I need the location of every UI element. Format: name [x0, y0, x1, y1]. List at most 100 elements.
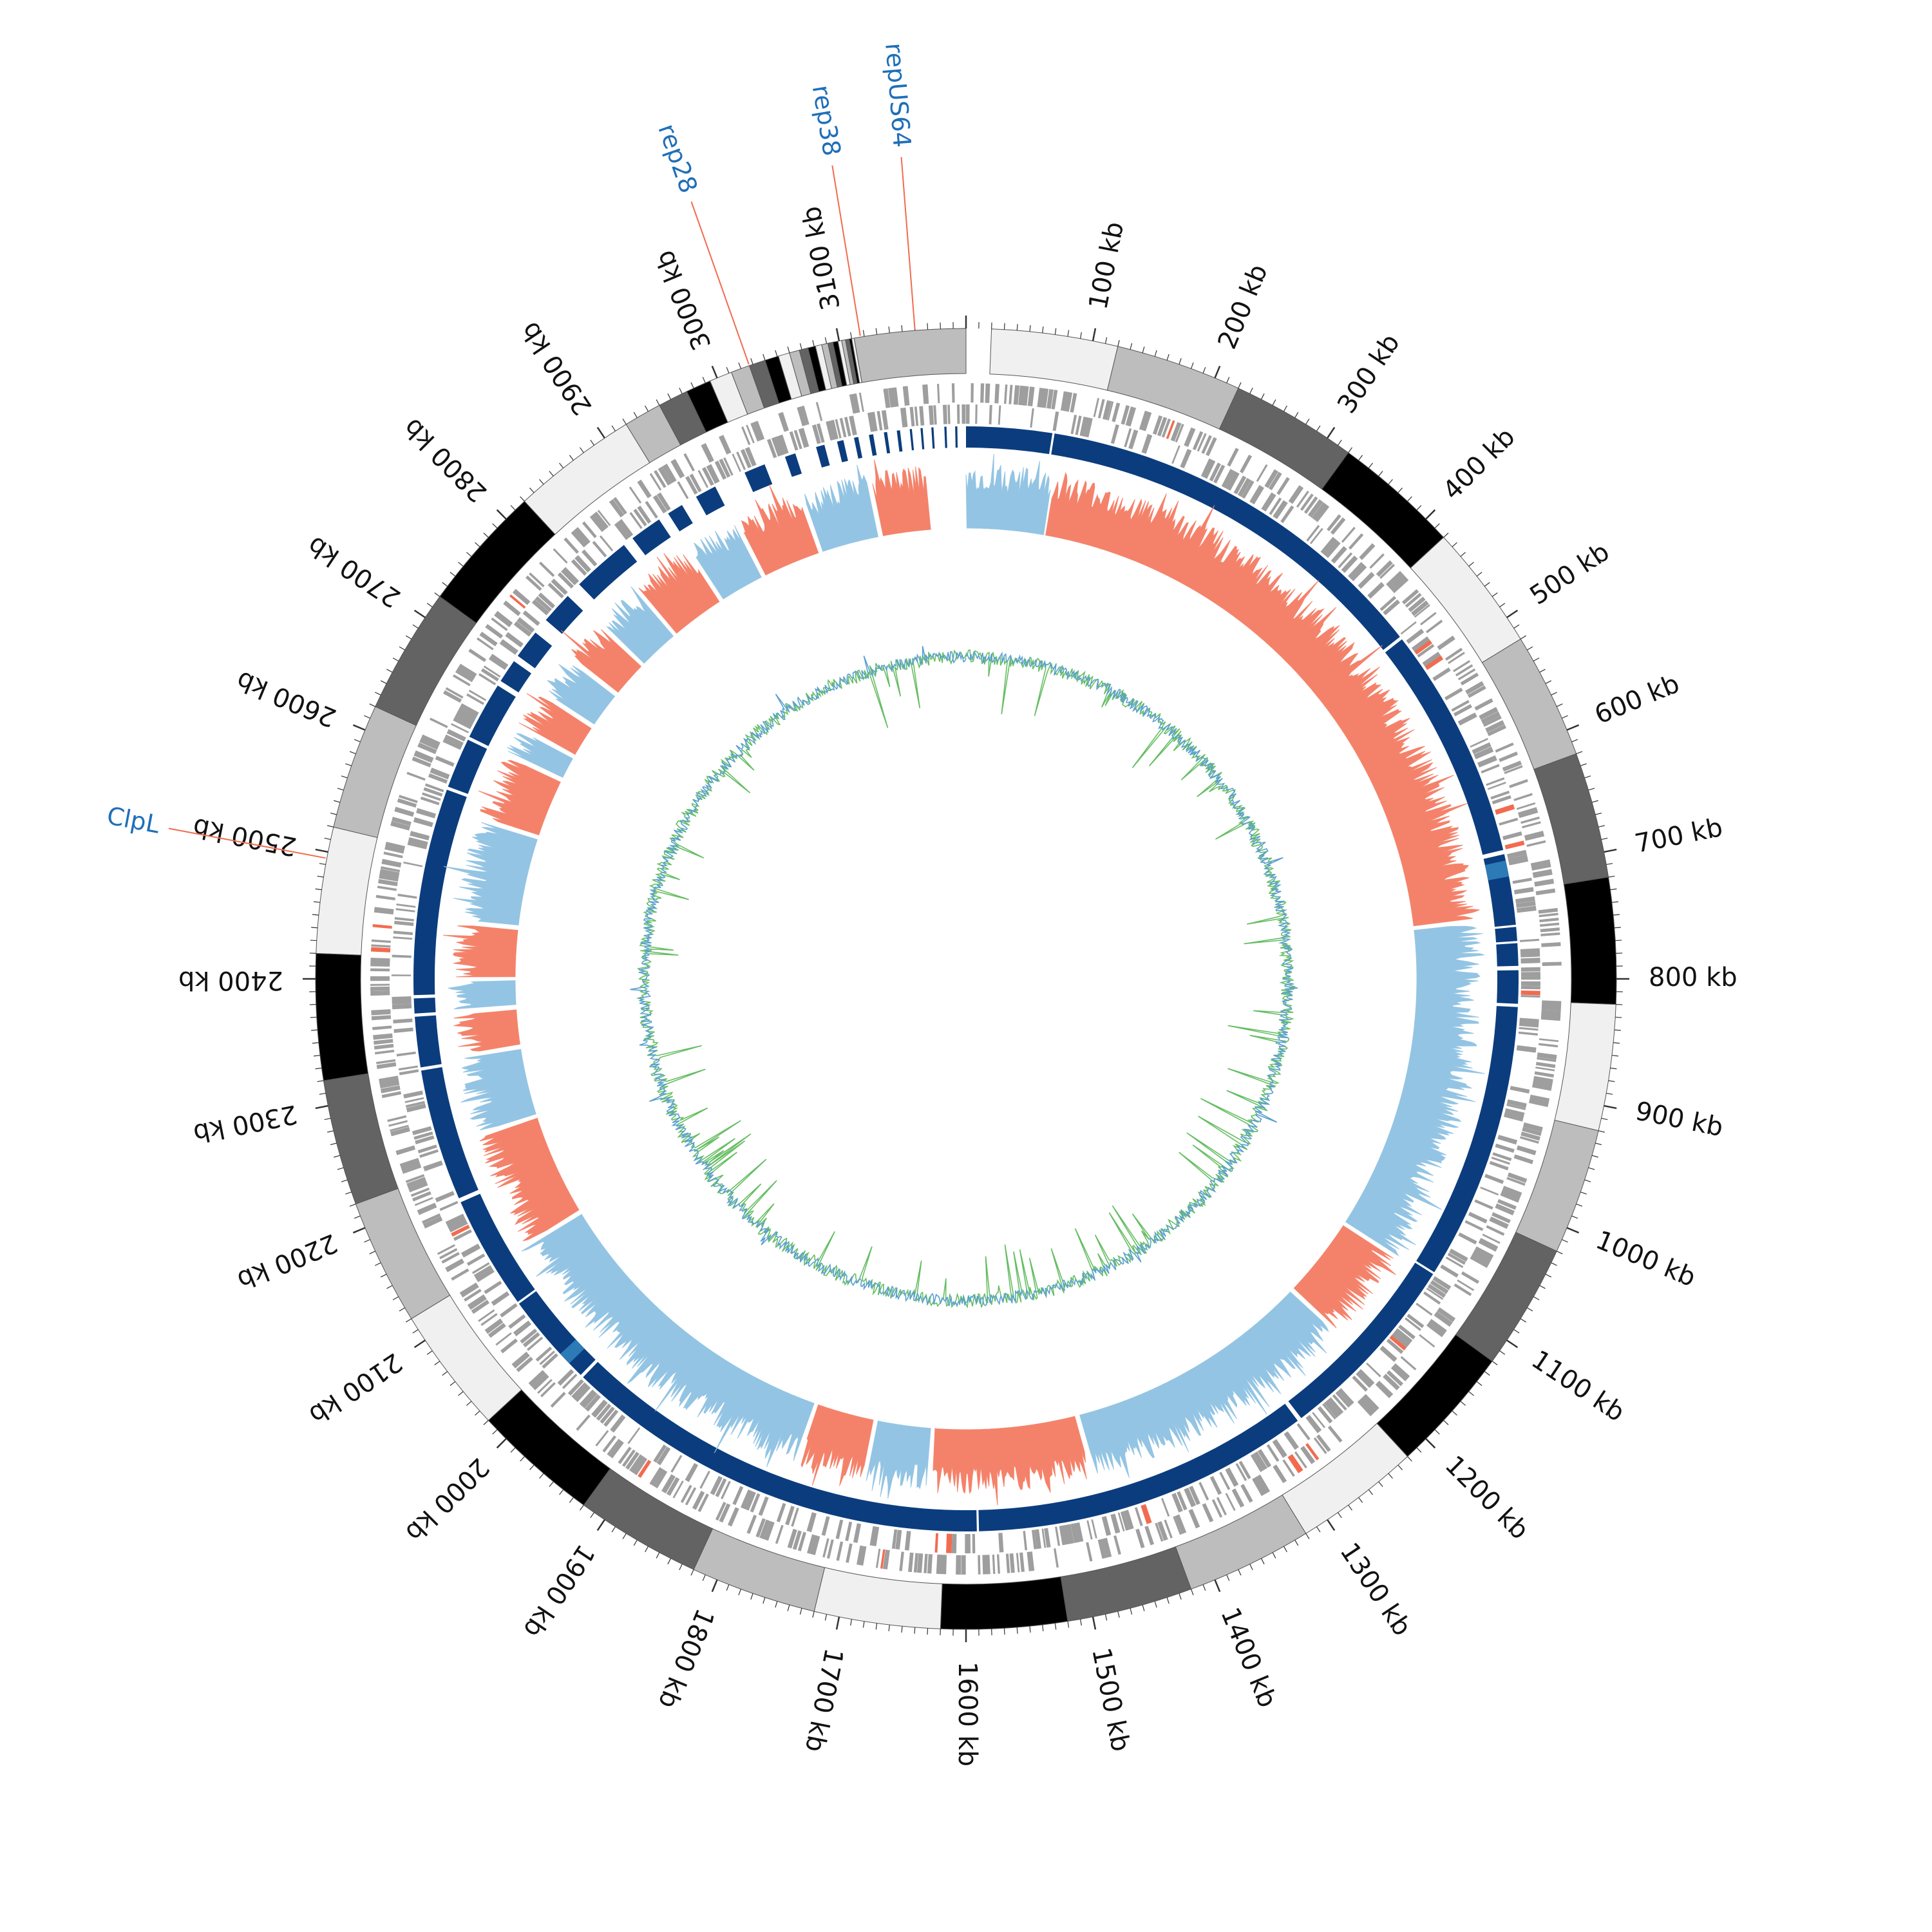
scale-tick — [1092, 328, 1097, 341]
gene-feature — [1461, 1271, 1480, 1284]
gene-feature — [792, 1530, 802, 1550]
gene-feature — [1294, 1451, 1307, 1469]
gene-feature — [503, 600, 521, 616]
gene-feature — [1408, 596, 1426, 612]
gene-feature — [1482, 715, 1502, 727]
gene-feature — [422, 792, 441, 801]
gene-feature — [1300, 1446, 1316, 1464]
gene-feature — [1537, 1052, 1557, 1060]
gene-feature — [424, 783, 444, 793]
gene-feature — [439, 1200, 459, 1211]
scale-tick — [1117, 1611, 1120, 1618]
scale-tick — [466, 552, 472, 557]
gene-feature — [1417, 643, 1435, 658]
scale-tick — [1378, 1481, 1383, 1487]
gene-feature — [551, 578, 568, 596]
scale-tick — [579, 447, 584, 453]
gene-annotation-label: ClpL — [105, 801, 162, 839]
gene-feature — [1464, 1220, 1484, 1231]
gene-feature — [871, 1526, 880, 1547]
scale-tick — [426, 603, 433, 607]
scale-tick — [1316, 1526, 1321, 1533]
tick-label: 1800 kb — [652, 1604, 720, 1712]
gene-feature — [471, 1262, 490, 1274]
scale-tick — [1294, 412, 1299, 418]
gene-feature — [393, 936, 413, 940]
gene-feature — [1426, 620, 1443, 634]
gene-feature — [404, 1097, 424, 1103]
gene-feature — [1515, 896, 1535, 904]
gene-feature — [736, 451, 746, 470]
scale-tick — [1179, 358, 1182, 365]
contig-block — [1496, 943, 1519, 967]
scale-tick — [442, 1371, 448, 1376]
scale-tick — [327, 1130, 334, 1133]
gene-feature — [396, 1051, 416, 1057]
scale-tick — [1595, 1142, 1602, 1146]
gene-feature — [379, 872, 399, 882]
gene-feature — [645, 500, 658, 519]
gene-feature — [1240, 1484, 1253, 1503]
gene-feature — [1253, 1451, 1267, 1471]
gene-feature — [1383, 599, 1400, 616]
gene-feature — [956, 1555, 961, 1575]
gene-feature — [1331, 545, 1347, 564]
gene-feature — [1530, 1094, 1550, 1104]
gene-feature — [1369, 553, 1385, 569]
gene-feature — [1227, 448, 1239, 467]
gene-feature — [1502, 831, 1522, 840]
gene-feature — [403, 1090, 423, 1099]
scale-tick — [611, 1526, 616, 1533]
gene-feature — [972, 1533, 976, 1553]
gene-feature — [1323, 540, 1341, 558]
gene-feature — [1512, 877, 1532, 884]
gene-feature — [791, 1508, 799, 1527]
skew-histogram-segment — [1079, 1291, 1329, 1478]
gene-feature — [1157, 1520, 1168, 1541]
contig-block — [816, 444, 830, 468]
gene-feature — [419, 737, 439, 750]
gene-feature — [1427, 1283, 1446, 1298]
gene-feature — [909, 406, 915, 427]
skew-histogram-segment — [453, 1009, 520, 1052]
gene-feature — [759, 1519, 770, 1539]
scale-tick — [1601, 1117, 1608, 1121]
gene-feature — [430, 767, 450, 780]
gene-feature — [410, 1188, 430, 1197]
gene-feature — [528, 1370, 546, 1387]
scale-tick — [1476, 1381, 1482, 1386]
gene-feature — [1237, 478, 1251, 497]
gene-feature — [1401, 589, 1419, 605]
gene-feature — [1166, 420, 1175, 439]
scale-tick — [579, 1504, 584, 1511]
scale-tick — [450, 572, 456, 577]
gene-feature — [1440, 1264, 1459, 1278]
scale-tick — [1539, 668, 1546, 673]
gene-feature — [484, 1318, 504, 1334]
gene-feature — [1288, 485, 1304, 504]
gene-feature — [1492, 1152, 1512, 1161]
gene-feature — [421, 734, 440, 746]
gene-feature — [1086, 1520, 1093, 1540]
gene-feature — [1391, 1331, 1410, 1348]
gene-feature — [1506, 1099, 1527, 1108]
scale-tick — [1079, 332, 1082, 339]
gene-feature — [416, 808, 437, 819]
gene-feature — [1535, 1061, 1556, 1068]
gene-feature — [883, 388, 891, 408]
scale-tick — [1003, 1628, 1005, 1635]
gene-feature — [1484, 1173, 1504, 1184]
gene-feature — [1428, 1319, 1447, 1335]
gene-feature — [746, 424, 755, 444]
gene-feature — [1379, 1345, 1397, 1362]
gene-feature — [1141, 433, 1153, 454]
scale-tick — [1238, 382, 1242, 389]
gene-feature — [904, 1531, 911, 1551]
scale-tick — [1368, 462, 1373, 469]
gene-feature — [1473, 746, 1494, 760]
tick-label: 200 kb — [1213, 260, 1274, 354]
gene-feature — [1061, 1524, 1070, 1545]
gene-feature — [392, 974, 412, 976]
gene-feature — [672, 1481, 684, 1499]
tick-label: 2700 kb — [302, 530, 406, 613]
